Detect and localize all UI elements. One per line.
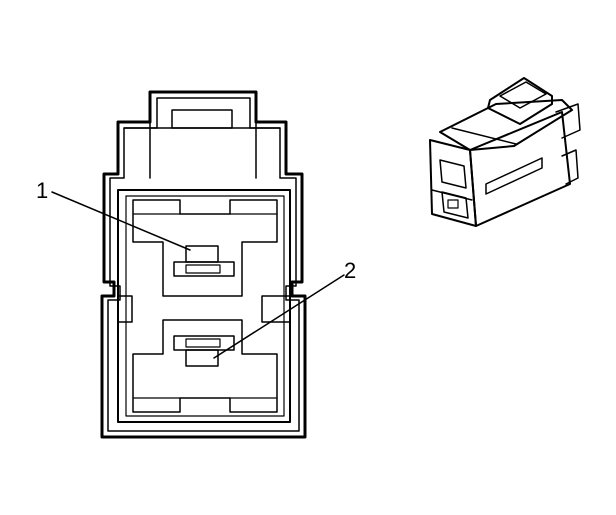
terminal-2-base [173,335,235,351]
iso-rear-tab-2 [561,149,579,185]
face-frame [117,189,291,423]
iso-front-terminal [447,199,459,209]
right-notch [261,295,291,323]
connector-face-view-icon [51,90,345,439]
leader-line-1 [51,191,191,251]
terminal-1-slot [185,264,221,274]
callout-1-label: 1 [36,178,48,203]
iso-front-divider [431,189,473,201]
left-notch [117,295,133,323]
face-frame-inner [125,195,285,417]
housing-inner [107,97,300,432]
callout-2-label: 2 [344,258,356,283]
iso-top-ridge [451,127,517,145]
iso-rear-tab-1 [555,103,581,139]
iso-latch-face [499,81,547,109]
connector-isometric-view-icon [429,77,581,227]
iso-side-slot [485,157,543,195]
iso-front-cavity-upper [439,159,467,189]
terminal-2-slot [185,338,221,348]
terminal-1-body [185,245,219,263]
terminal-2-body [185,349,219,367]
leader-line-2 [213,274,345,359]
iso-side [469,111,571,227]
housing-outer [100,90,307,439]
iso-front [429,139,477,227]
terminal-1-base [173,261,235,277]
iso-top [439,99,573,151]
latch-window [171,109,233,129]
